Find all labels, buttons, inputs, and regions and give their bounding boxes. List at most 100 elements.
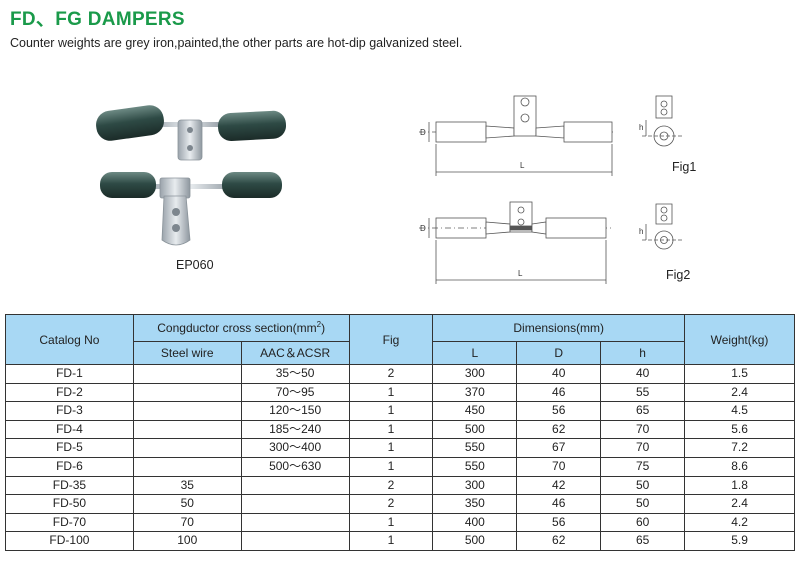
cell-fig: 1 bbox=[348, 419, 434, 440]
cell-weight: 1.5 bbox=[684, 364, 795, 384]
header-steel-wire: Steel wire bbox=[132, 341, 242, 365]
cell-fig: 1 bbox=[348, 401, 434, 421]
fig1-dim-h: h bbox=[639, 123, 643, 132]
cell-h: 55 bbox=[600, 382, 686, 403]
cell-steel bbox=[132, 364, 242, 384]
header-fig: Fig bbox=[348, 314, 434, 365]
header-weight: Weight(kg) bbox=[684, 314, 795, 365]
cell-fig: 1 bbox=[348, 382, 434, 403]
fig1-dim-L: L bbox=[520, 161, 525, 170]
cell-L: 350 bbox=[432, 494, 518, 514]
header-D: D bbox=[516, 341, 602, 365]
cell-catalog: FD-70 bbox=[5, 512, 134, 533]
cell-weight: 4.5 bbox=[684, 401, 795, 421]
fig2-dim-h: h bbox=[639, 227, 643, 236]
cell-catalog: FD-5 bbox=[5, 438, 134, 458]
cell-h: 60 bbox=[600, 512, 686, 533]
photo-caption: EP060 bbox=[176, 258, 214, 272]
cell-catalog: FD-1 bbox=[5, 364, 134, 384]
cell-h: 40 bbox=[600, 364, 686, 384]
cell-L: 500 bbox=[432, 531, 518, 551]
cell-steel: 100 bbox=[132, 531, 242, 551]
cell-h: 65 bbox=[600, 401, 686, 421]
cell-h: 75 bbox=[600, 456, 686, 477]
cell-weight: 4.2 bbox=[684, 512, 795, 533]
cell-aac: 35～50 bbox=[240, 364, 350, 384]
cell-L: 300 bbox=[432, 364, 518, 384]
fig2-end-drawing: h bbox=[639, 203, 684, 250]
cell-catalog: FD-100 bbox=[5, 531, 134, 551]
cell-D: 67 bbox=[516, 438, 602, 458]
cell-D: 56 bbox=[516, 512, 602, 533]
cell-aac: 185～240 bbox=[240, 419, 350, 440]
cell-catalog: FD-2 bbox=[5, 382, 134, 403]
cell-steel: 35 bbox=[132, 475, 242, 496]
cell-fig: 1 bbox=[348, 438, 434, 458]
cell-h: 65 bbox=[600, 531, 686, 551]
damper-photo bbox=[96, 105, 287, 246]
cell-steel bbox=[132, 419, 242, 440]
header-L: L bbox=[432, 341, 518, 365]
cell-fig: 2 bbox=[348, 475, 434, 496]
cell-D: 42 bbox=[516, 475, 602, 496]
cell-aac bbox=[240, 475, 350, 496]
cell-fig: 2 bbox=[348, 494, 434, 514]
cell-h: 70 bbox=[600, 438, 686, 458]
cell-aac bbox=[240, 512, 350, 533]
cell-aac bbox=[240, 494, 350, 514]
cell-D: 56 bbox=[516, 401, 602, 421]
cell-weight: 2.4 bbox=[684, 382, 795, 403]
cell-steel bbox=[132, 438, 242, 458]
cell-aac: 500～630 bbox=[240, 456, 350, 477]
cell-fig: 1 bbox=[348, 531, 434, 551]
cell-h: 70 bbox=[600, 419, 686, 440]
cell-L: 370 bbox=[432, 382, 518, 403]
cell-L: 500 bbox=[432, 419, 518, 440]
cell-D: 62 bbox=[516, 531, 602, 551]
cell-fig: 2 bbox=[348, 364, 434, 384]
cell-catalog: FD-35 bbox=[5, 475, 134, 496]
cell-steel bbox=[132, 456, 242, 477]
cell-D: 62 bbox=[516, 419, 602, 440]
cell-steel: 50 bbox=[132, 494, 242, 514]
cell-catalog: FD-50 bbox=[5, 494, 134, 514]
cell-L: 550 bbox=[432, 438, 518, 458]
cell-weight: 5.6 bbox=[684, 419, 795, 440]
cell-weight: 2.4 bbox=[684, 494, 795, 514]
cell-D: 46 bbox=[516, 494, 602, 514]
cell-weight: 5.9 bbox=[684, 531, 795, 551]
fig1-label: Fig1 bbox=[672, 160, 697, 174]
cell-aac: 300～400 bbox=[240, 438, 350, 458]
cell-catalog: FD-6 bbox=[5, 456, 134, 477]
fig2-side-drawing: D L bbox=[419, 201, 614, 284]
header-conductor: Congductor cross section(mm2) bbox=[132, 314, 350, 342]
header-aac-acsr: AAC＆ACSR bbox=[240, 341, 350, 365]
cell-catalog: FD-3 bbox=[5, 401, 134, 421]
cell-fig: 1 bbox=[348, 456, 434, 477]
cell-D: 70 bbox=[516, 456, 602, 477]
cell-L: 550 bbox=[432, 456, 518, 477]
cell-catalog: FD-4 bbox=[5, 419, 134, 440]
cell-aac bbox=[240, 531, 350, 551]
cell-steel: 70 bbox=[132, 512, 242, 533]
cell-L: 400 bbox=[432, 512, 518, 533]
header-dimensions: Dimensions(mm) bbox=[432, 314, 686, 342]
cell-fig: 1 bbox=[348, 512, 434, 533]
header-catalog: Catalog No bbox=[5, 314, 134, 365]
fig1-side-drawing: D L bbox=[419, 95, 614, 176]
fig1-end-drawing: h bbox=[639, 95, 684, 147]
cell-L: 300 bbox=[432, 475, 518, 496]
fig2-dim-L: L bbox=[518, 269, 523, 278]
cell-D: 46 bbox=[516, 382, 602, 403]
page-title: FD、FG DAMPERS bbox=[10, 9, 185, 30]
cell-weight: 7.2 bbox=[684, 438, 795, 458]
cell-steel bbox=[132, 382, 242, 403]
